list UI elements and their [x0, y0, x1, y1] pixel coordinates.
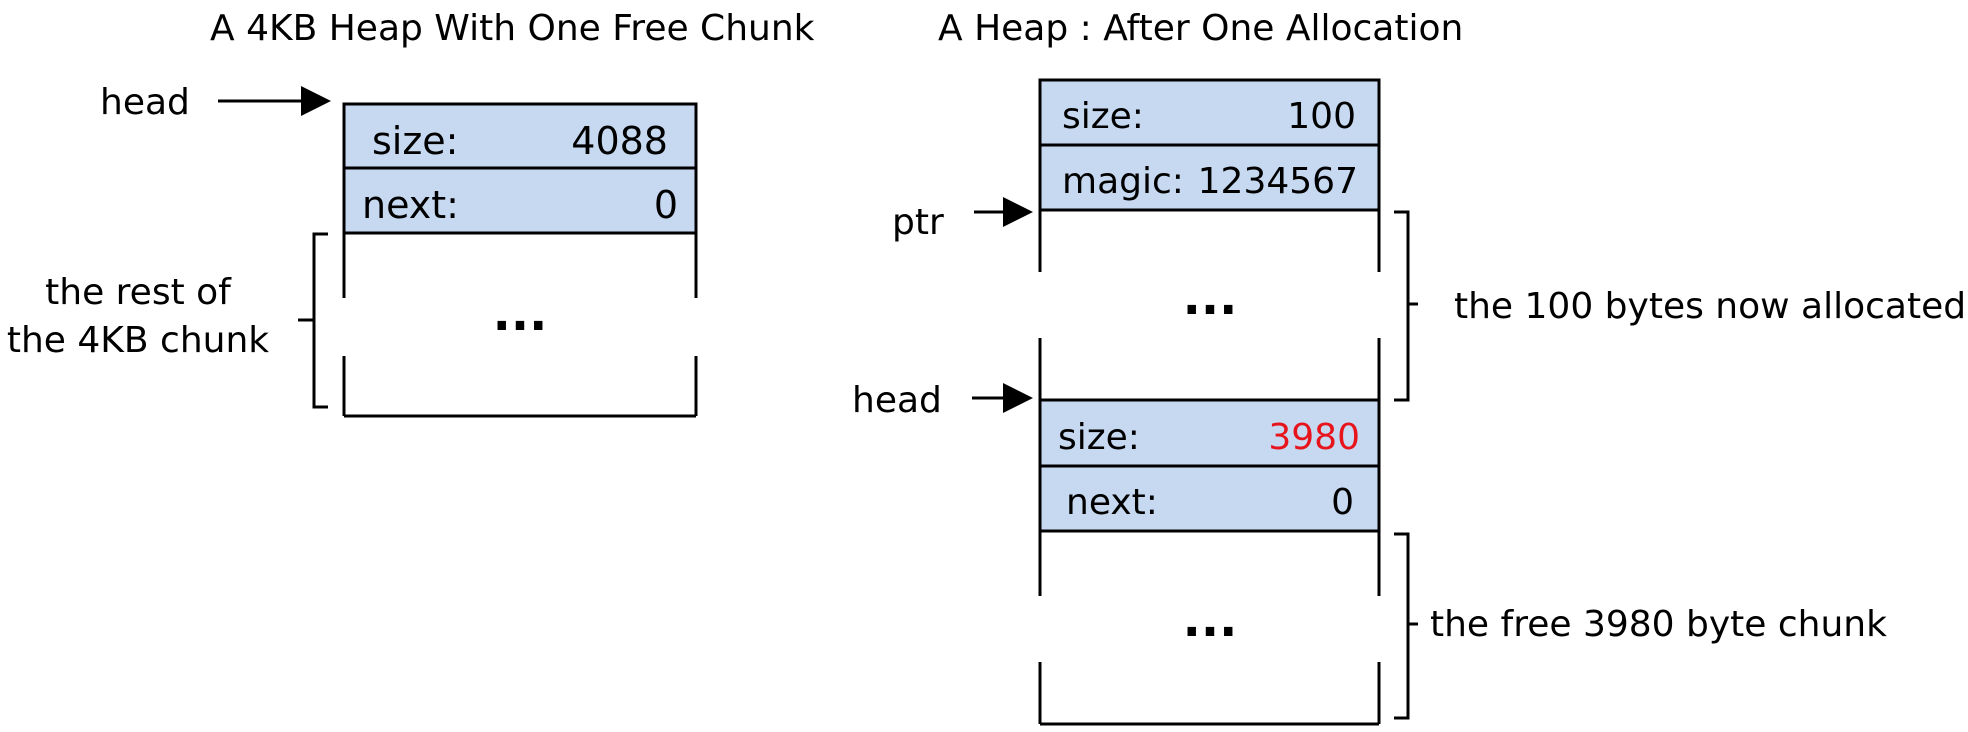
- left-size-value: 4088: [571, 119, 668, 163]
- free-next-label: next:: [1066, 482, 1158, 523]
- alloc-brace-label: the 100 bytes now allocated: [1454, 286, 1966, 327]
- ptr-label: ptr: [892, 202, 944, 243]
- alloc-size-value: 100: [1287, 96, 1356, 137]
- free-brace: [1394, 532, 1418, 720]
- free-size-value: 3980: [1268, 417, 1360, 458]
- free-size-label: size:: [1058, 417, 1140, 458]
- free-next-value: 0: [1331, 482, 1354, 523]
- free-brace-label: the free 3980 byte chunk: [1430, 604, 1887, 645]
- left-ellipsis: ...: [493, 286, 548, 342]
- magic-cell: [1038, 143, 1381, 212]
- magic-value: 1234567: [1198, 161, 1358, 202]
- right-head-label: head: [852, 380, 942, 421]
- free-next-cell: [1038, 464, 1381, 533]
- left-brace: [298, 232, 328, 409]
- left-head-label: head: [100, 82, 190, 123]
- right-title: A Heap : After One Allocation: [938, 8, 1463, 49]
- left-size-label: size:: [372, 119, 458, 163]
- alloc-size-cell: [1038, 78, 1381, 147]
- free-ellipsis: ...: [1183, 592, 1238, 648]
- left-next-cell: [342, 166, 698, 235]
- alloc-ellipsis: ...: [1183, 270, 1238, 326]
- left-next-value: 0: [654, 183, 678, 227]
- left-next-label: next:: [362, 183, 459, 227]
- alloc-size-label: size:: [1062, 96, 1144, 137]
- left-brace-label-line2: the 4KB chunk: [7, 320, 269, 361]
- left-title: A 4KB Heap With One Free Chunk: [210, 8, 815, 49]
- alloc-brace: [1394, 210, 1418, 402]
- left-brace-label-line1: the rest of: [45, 272, 232, 313]
- magic-label: magic:: [1062, 161, 1184, 202]
